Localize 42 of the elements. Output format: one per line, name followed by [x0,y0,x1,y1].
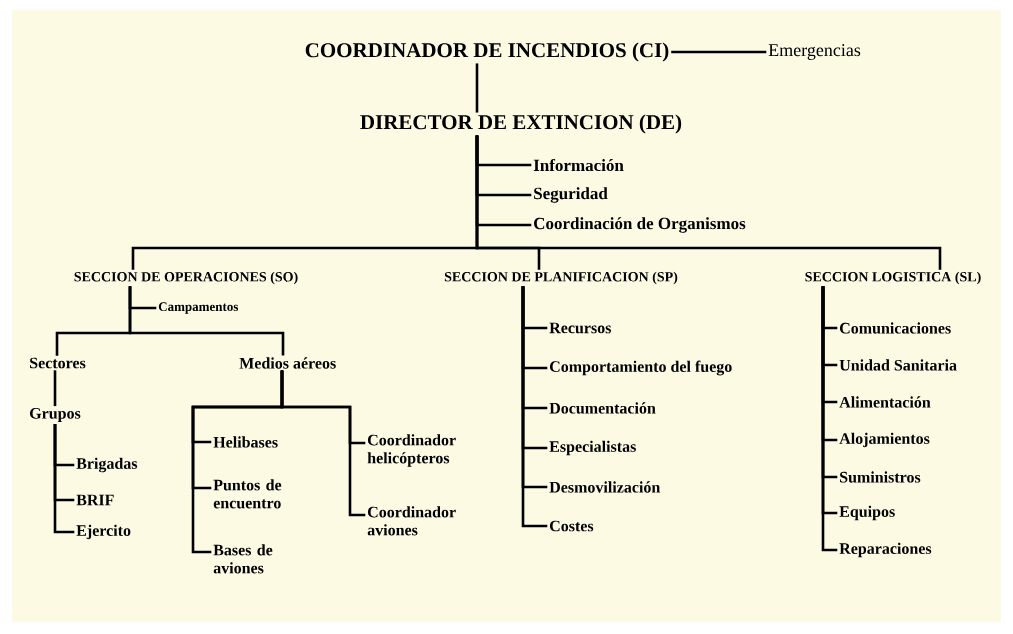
org-label: Alojamientos [839,432,930,448]
org-label: Puntos de encuentro [213,479,282,509]
connector-line [53,370,57,407]
org-label: SECCION DE PLANIFICACION (SP) [444,271,678,285]
org-label: Comunicaciones [840,322,951,334]
org-label: Alimentación [839,396,931,408]
org-label: SECCION DE OPERACIONES (SO) [74,271,298,285]
org-label: DIRECTOR DE EXTINCION (DE) [360,114,682,134]
org-label: Coordinación de Organismos [534,217,746,233]
org-label: Especialistas [549,440,636,456]
org-label: Costes [550,520,594,532]
org-label: Equipos [839,505,895,521]
org-label: Recursos [549,322,611,334]
org-label: Reparaciones [839,542,932,558]
connector-line [53,423,75,534]
org-label: SECCION LOGISTICA (SL) [805,271,981,285]
connector-line [671,50,767,54]
connector-line [521,286,548,528]
org-label: Desmovilización [549,481,661,493]
org-label: Helibases [213,436,278,448]
org-label: Documentación [549,402,656,414]
org-label: Bases de aviones [213,544,273,574]
org-label: Coordinador aviones [367,506,456,536]
connector-line [128,286,285,356]
org-label: Sectores [30,357,86,369]
org-label: Unidad Sanitaria [839,359,957,371]
org-label: Grupos [30,408,81,422]
org-label: Brigadas [76,457,138,473]
org-label: COORDINADOR DE INCENDIOS (CI) [305,42,669,62]
org-label: BRIF [76,494,114,506]
connector-line [475,135,942,270]
org-label: Comportamiento del fuego [550,360,732,376]
org-label: Emergencias [768,44,861,60]
org-label: Medios aéreos [239,357,336,369]
org-label: Ejercito [76,524,131,540]
org-label: Coordinador helicópteros [367,434,456,467]
org-label: Campamentos [158,302,239,314]
connector-line [280,370,366,517]
org-label: Suministros [840,471,921,483]
org-label: Seguridad [534,187,608,203]
connector-line [475,63,479,113]
org-label: Información [533,158,624,172]
